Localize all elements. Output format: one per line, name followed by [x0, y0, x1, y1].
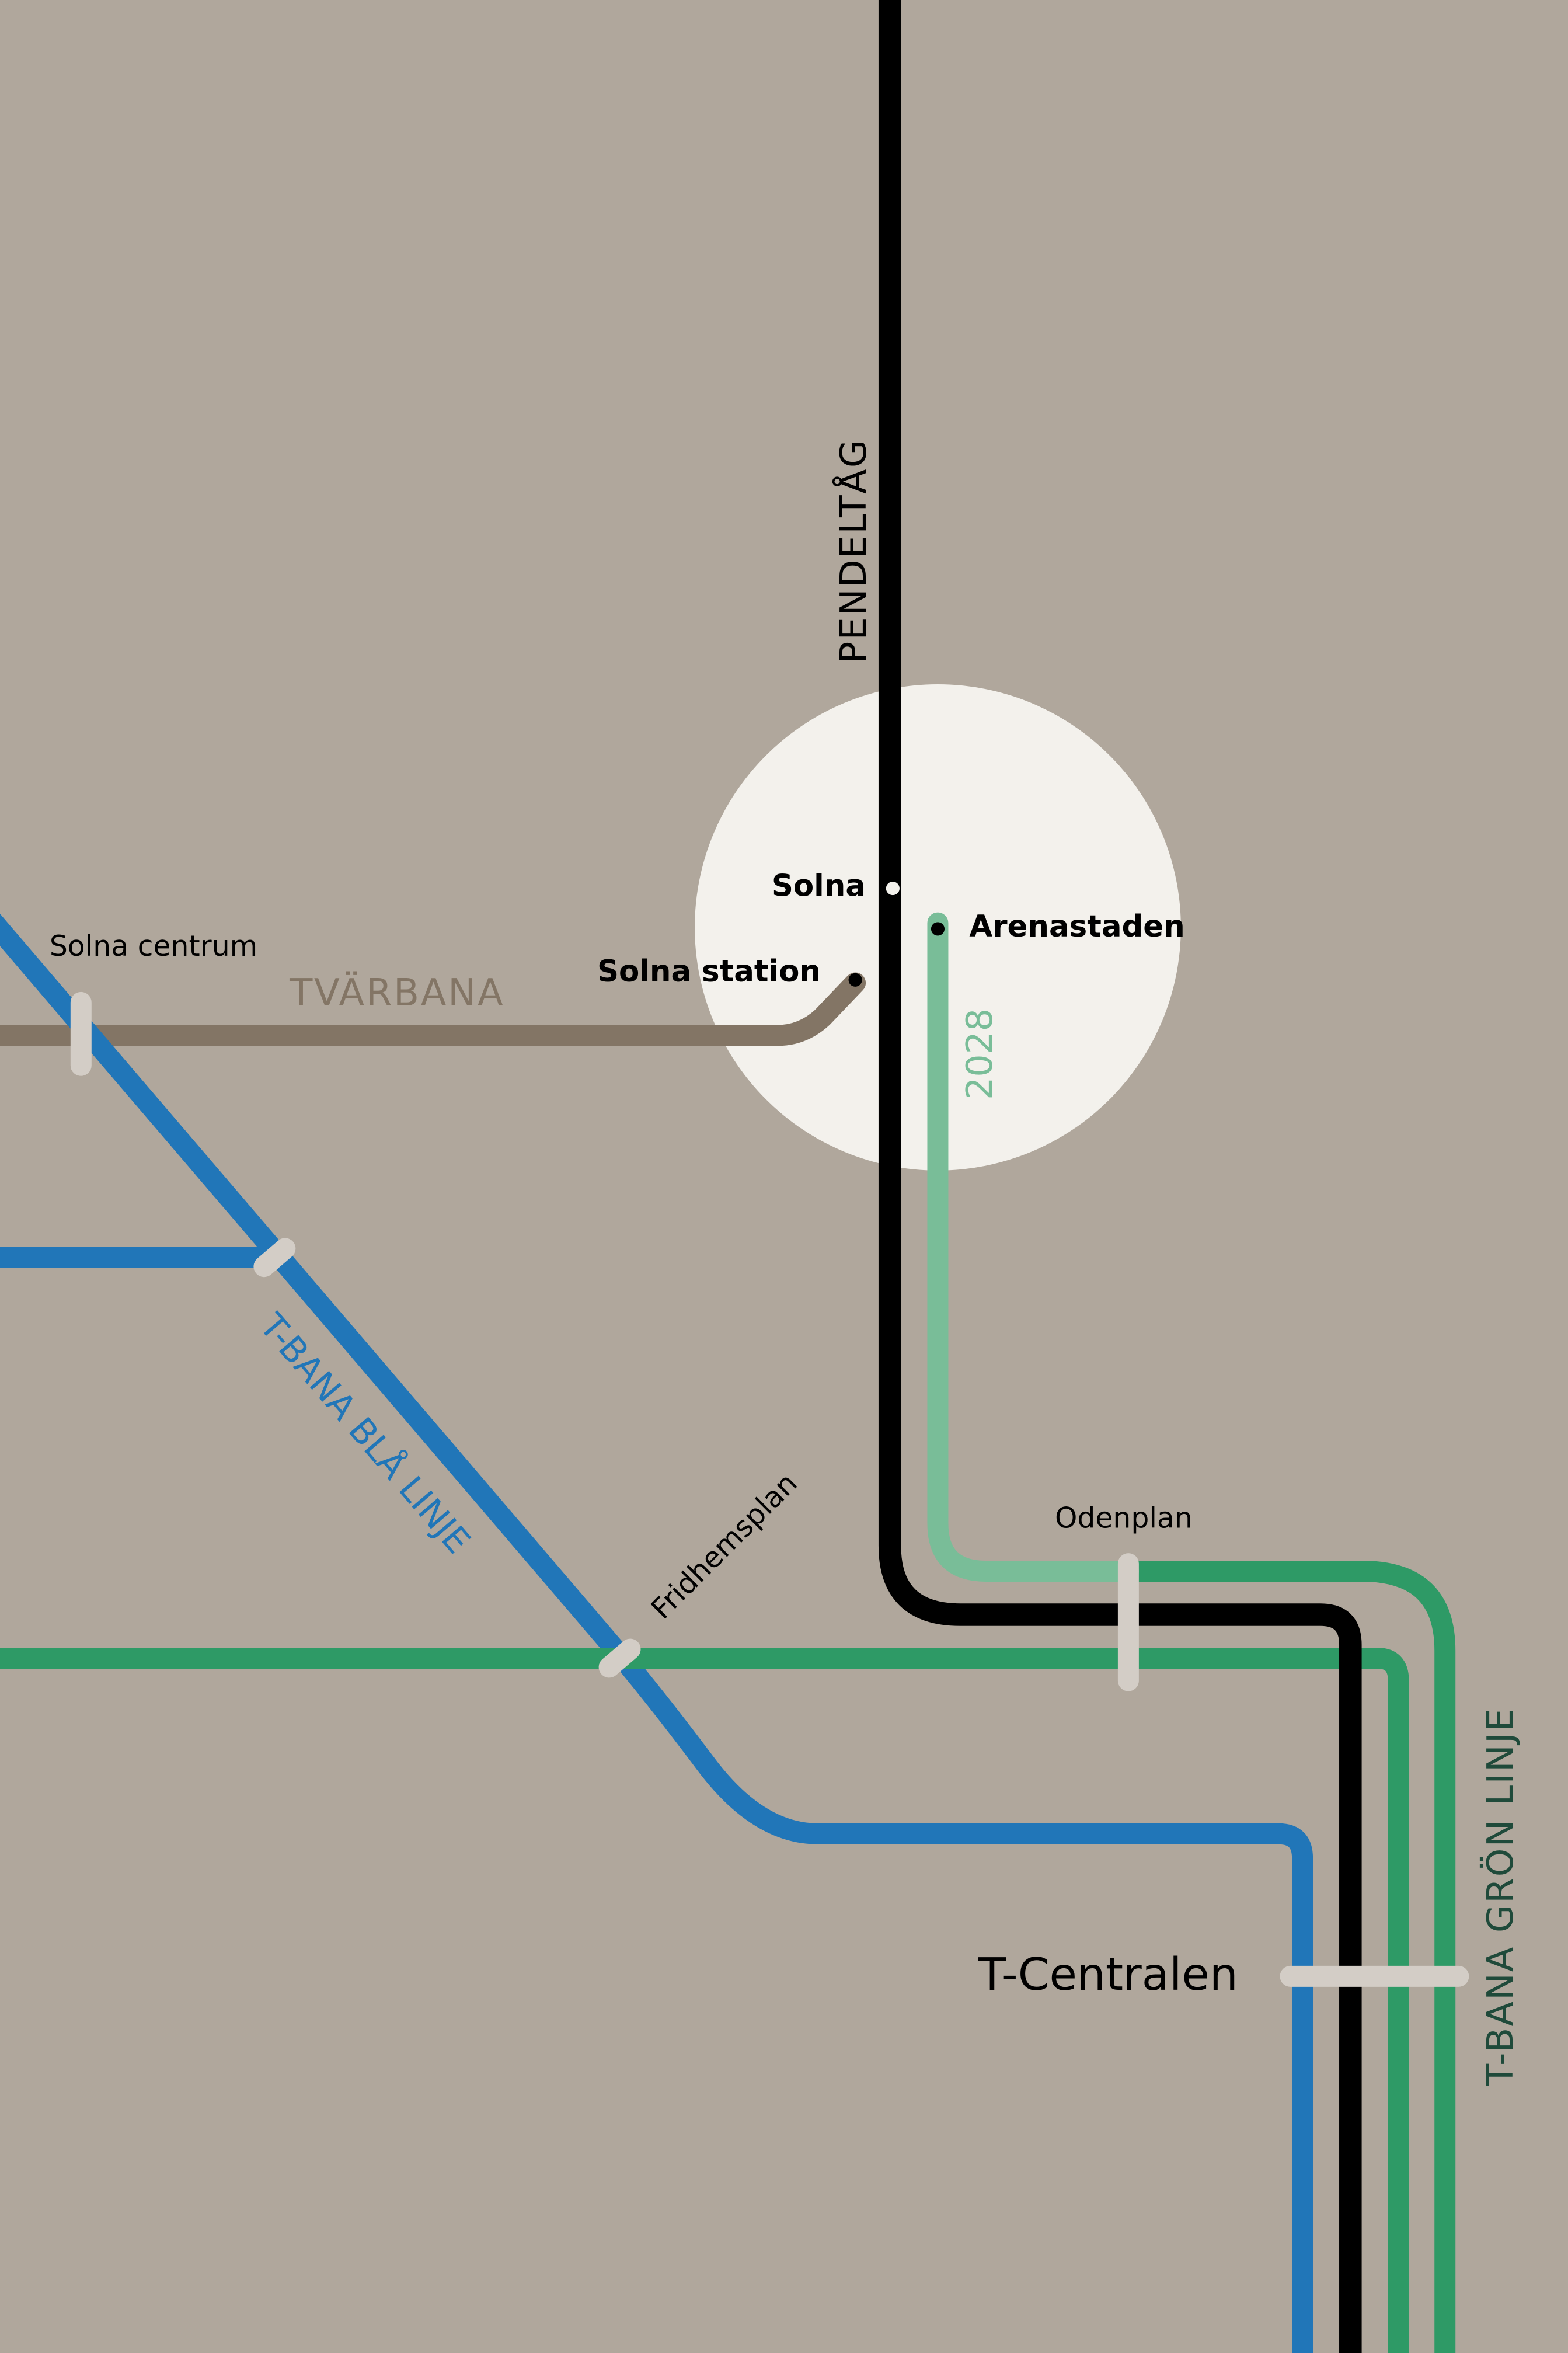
- arenastaden-station-dot[interactable]: [931, 922, 945, 936]
- tvarbana-label: TVÄRBANA: [289, 971, 504, 1015]
- gron-2028-label: 2028: [959, 1008, 1001, 1100]
- solna-station-tvarbana-dot[interactable]: [848, 973, 862, 987]
- station-label-solna-station: Solna station: [597, 954, 821, 989]
- station-label-arenastaden: Arenastaden: [969, 909, 1184, 944]
- station-label-solna-centrum: Solna centrum: [50, 930, 257, 963]
- station-label-solna: Solna: [772, 868, 866, 903]
- gron-linje-line-b: [1114, 1560, 1456, 2353]
- bla-linje-line: [0, 914, 1313, 2353]
- solna-station-dot[interactable]: [886, 881, 900, 896]
- station-label-t-centralen: T-Centralen: [978, 1948, 1238, 2001]
- pendeltag-label: PENDELTÅG: [832, 438, 874, 663]
- gron-linje-line-a: [0, 1648, 1409, 2353]
- pendeltag-line: [878, 0, 1362, 2353]
- bla-linje-junction-marker[interactable]: [253, 1238, 296, 1278]
- gron-2028-line: [927, 912, 1139, 1582]
- tvarbana-line: [0, 972, 866, 1046]
- station-label-odenplan: Odenplan: [1055, 1501, 1193, 1534]
- gron-linje-label: T-BANA GRÖN LINJE: [1479, 1707, 1521, 2087]
- fridhemsplan-marker[interactable]: [598, 1638, 641, 1678]
